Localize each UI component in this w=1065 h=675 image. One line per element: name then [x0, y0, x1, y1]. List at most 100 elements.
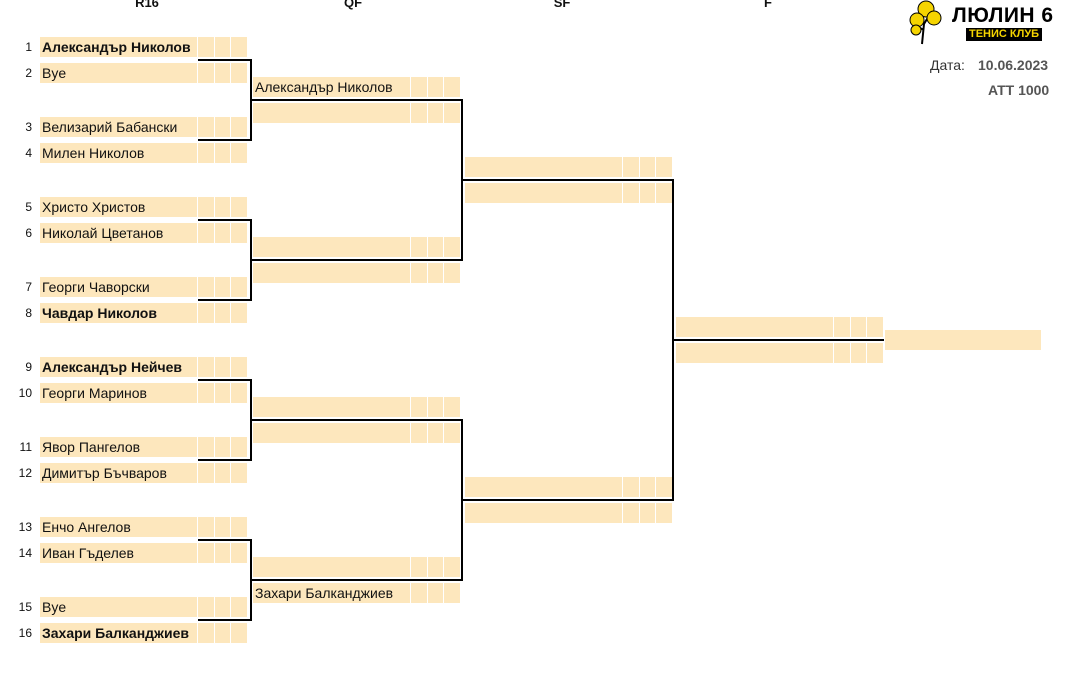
score-cell-divider [197, 303, 198, 323]
seed-number: 9 [25, 360, 32, 374]
player-name: Христо Христов [42, 199, 146, 215]
bracket-connector [198, 299, 252, 301]
qf-slot [253, 103, 460, 123]
qf-slot: Александър Николов [253, 77, 460, 97]
round-header-f: F [764, 0, 772, 10]
score-cell-divider [443, 237, 444, 257]
seed-number: 1 [25, 40, 32, 54]
score-cell-divider [443, 77, 444, 97]
score-cell-divider [427, 423, 428, 443]
r16-slot: Александър Нейчев [40, 357, 247, 377]
r16-slot: Енчо Ангелов [40, 517, 247, 537]
score-cell-divider [214, 383, 215, 403]
score-cell-divider [639, 503, 640, 523]
score-cell-divider [850, 343, 851, 363]
score-cell-divider [427, 77, 428, 97]
score-cell-divider [443, 557, 444, 577]
sf-slot [465, 157, 672, 177]
sf-slot [465, 503, 672, 523]
score-cell-divider [443, 423, 444, 443]
seed-number: 5 [25, 200, 32, 214]
score-cell-divider [410, 263, 411, 283]
score-cell-divider [214, 623, 215, 643]
club-subtitle: ТЕНИС КЛУБ [966, 28, 1043, 41]
score-cell-divider [410, 557, 411, 577]
seed-number: 4 [25, 146, 32, 160]
score-cell-divider [639, 183, 640, 203]
score-cell-divider [230, 623, 231, 643]
tournament-category: ATT 1000 [988, 82, 1050, 98]
score-cell-divider [443, 397, 444, 417]
seed-number: 7 [25, 280, 32, 294]
score-cell-divider [197, 543, 198, 563]
r16-slot: Димитър Бъчваров [40, 463, 247, 483]
score-cell-divider [410, 237, 411, 257]
score-cell-divider [214, 597, 215, 617]
bracket-connector [463, 179, 674, 181]
qf-slot [253, 423, 460, 443]
score-cell-divider [197, 437, 198, 457]
score-cell-divider [427, 237, 428, 257]
date-value: 10.06.2023 [978, 57, 1049, 73]
score-cell-divider [214, 437, 215, 457]
seed-number: 10 [18, 386, 32, 400]
r16-slot: Георги Чаворски [40, 277, 247, 297]
player-name: Милен Николов [42, 145, 145, 161]
player-name: Александър Николов [255, 79, 393, 95]
r16-slot: Чавдар Николов [40, 303, 247, 323]
score-cell-divider [197, 463, 198, 483]
score-cell-divider [197, 277, 198, 297]
score-cell-divider [230, 303, 231, 323]
r16-slot: Bye [40, 63, 247, 83]
score-cell-divider [214, 463, 215, 483]
sf-slot [465, 183, 672, 203]
score-cell-divider [622, 477, 623, 497]
player-name: Иван Гъделев [42, 545, 134, 561]
score-cell-divider [622, 157, 623, 177]
player-name: Енчо Ангелов [42, 519, 131, 535]
bracket-connector [252, 99, 463, 101]
bracket-connector [198, 459, 252, 461]
player-name: Чавдар Николов [42, 305, 157, 321]
score-cell-divider [197, 623, 198, 643]
r16-slot: Захари Балканджиев [40, 623, 247, 643]
score-cell-divider [655, 157, 656, 177]
player-name: Bye [42, 65, 67, 81]
qf-slot [253, 237, 460, 257]
score-cell-divider [230, 63, 231, 83]
bracket-connector [198, 139, 252, 141]
sf-slot [465, 477, 672, 497]
score-cell-divider [655, 503, 656, 523]
score-cell-divider [197, 143, 198, 163]
score-cell-divider [214, 63, 215, 83]
score-cell-divider [427, 263, 428, 283]
score-cell-divider [655, 477, 656, 497]
bracket-connector [198, 219, 252, 221]
r16-slot: Георги Маринов [40, 383, 247, 403]
date-label: Дата: [930, 57, 965, 73]
player-name: Явор Пангелов [42, 439, 141, 455]
score-cell-divider [230, 383, 231, 403]
player-name: Захари Балканджиев [255, 585, 394, 601]
seed-number: 15 [18, 600, 32, 614]
seed-number: 13 [18, 520, 32, 534]
score-cell-divider [214, 143, 215, 163]
score-cell-divider [427, 583, 428, 603]
score-cell-divider [230, 463, 231, 483]
player-name: Bye [42, 599, 67, 615]
score-cell-divider [230, 37, 231, 57]
club-logo: ЛЮЛИН 6 ТЕНИС КЛУБ [908, 0, 1058, 46]
club-title: ЛЮЛИН 6 [952, 4, 1054, 27]
score-cell-divider [214, 117, 215, 137]
score-cell-divider [639, 477, 640, 497]
score-cell-divider [214, 197, 215, 217]
r16-slot: Велизарий Бабански [40, 117, 247, 137]
player-name: Николай Цветанов [42, 225, 164, 241]
bracket-connector [250, 539, 252, 621]
score-cell-divider [410, 583, 411, 603]
player-name: Георги Маринов [42, 385, 147, 401]
score-cell-divider [410, 397, 411, 417]
score-cell-divider [230, 543, 231, 563]
r16-slot: Bye [40, 597, 247, 617]
seed-number: 12 [18, 466, 32, 480]
